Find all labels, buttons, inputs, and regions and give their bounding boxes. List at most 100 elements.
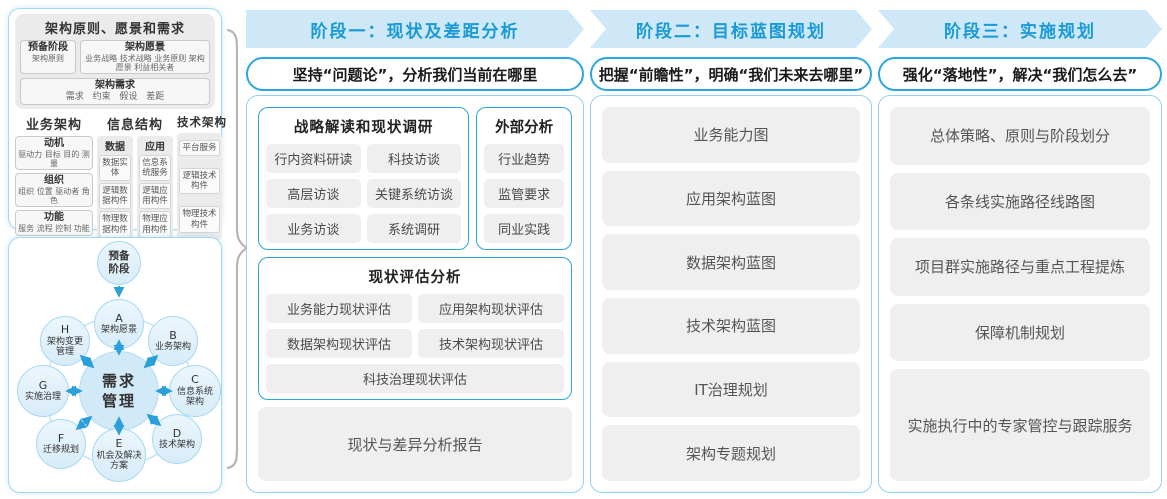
architecture-vision-box: 架构愿景 业务战略 技术战略 业务原则 架构愿景 利益相关者 bbox=[80, 40, 210, 75]
adm-node-prelim: 预备阶段 bbox=[97, 241, 141, 285]
external-item: 监管要求 bbox=[484, 179, 564, 208]
phase3-banner-label: 阶段三：实施规划 bbox=[944, 21, 1096, 42]
phase1-column: 阶段一：现状及差距分析 坚持“问题论”，分析我们当前在哪里 战略解读和现状调研 … bbox=[246, 10, 584, 493]
phase3-banner: 阶段三：实施规划 bbox=[878, 10, 1162, 48]
strategy-research-group: 战略解读和现状调研 行内资料研读 科技访谈 高层访谈 关键系统访谈 业务访谈 系… bbox=[258, 107, 470, 250]
phase1-banner: 阶段一：现状及差距分析 bbox=[246, 10, 584, 48]
adm-node-label: 迁移规划 bbox=[42, 445, 79, 456]
architecture-needs-title: 架构需求 bbox=[95, 80, 135, 92]
adm-node-a: A 架构愿景 bbox=[94, 299, 144, 349]
phase1-banner-label: 阶段一：现状及差距分析 bbox=[310, 21, 520, 42]
prelim-phase-title: 预备阶段 bbox=[28, 42, 68, 53]
logical-app-box: 逻辑应用构件 bbox=[139, 183, 171, 210]
assessment-item: 应用架构现状评估 bbox=[418, 294, 564, 323]
phase2-container: 业务能力图 应用架构蓝图 数据架构蓝图 技术架构蓝图 IT治理规划 架构专题规划 bbox=[590, 95, 872, 493]
adm-node-letter: H bbox=[60, 323, 70, 337]
adm-arrows bbox=[65, 286, 173, 436]
organization-sub: 组织 位置 驱动者 角色 bbox=[18, 187, 90, 206]
organization-box: 组织 组织 位置 驱动者 角色 bbox=[15, 173, 93, 208]
adm-node-label: 业务架构 bbox=[154, 342, 191, 353]
adm-cycle-panel: 预备阶段 A 架构愿景 H 架构变更管理 B 业务架构 G 实施治理 C 信息系… bbox=[8, 237, 222, 493]
data-subcolumn: 数据 数据实体 逻辑数据构件 物理数据构件 bbox=[97, 135, 133, 240]
strategy-item: 高层访谈 bbox=[266, 179, 361, 208]
prelim-phase-box: 预备阶段 架构原则 bbox=[20, 40, 76, 75]
requirements-section-title: 架构原则、愿景和需求 bbox=[44, 22, 185, 37]
logical-data-box: 逻辑数据构件 bbox=[99, 183, 131, 210]
adm-node-letter: C bbox=[191, 373, 199, 387]
phase3-column: 阶段三：实施规划 强化“落地性”，解决“我们怎么去” 总体策略、原则与阶段划分 … bbox=[878, 10, 1162, 493]
function-sub: 服务 流程 控制 功能 bbox=[18, 224, 90, 234]
architecture-needs-sub: 需求 约束 假设 差距 bbox=[65, 92, 165, 103]
business-architecture-column: 业务架构 动机 驱动力 目标 目的 测量 组织 组织 位置 驱动者 角色 功能 … bbox=[15, 114, 93, 240]
data-subcolumn-title: 数据 bbox=[105, 141, 125, 153]
phase2-item: 应用架构蓝图 bbox=[602, 170, 860, 227]
assessment-item: 数据架构现状评估 bbox=[266, 329, 412, 358]
adm-node-prelim-label: 预备阶段 bbox=[108, 250, 130, 275]
strategy-item: 系统调研 bbox=[366, 214, 462, 243]
adm-center-label: 需求管理 bbox=[102, 371, 137, 410]
adm-node-label: 信息系统架构 bbox=[176, 386, 213, 408]
technical-boxes: 平台服务 逻辑技术构件 物理技术构件 bbox=[177, 132, 222, 240]
requirements-section: 架构原则、愿景和需求 预备阶段 架构原则 架构愿景 业务战略 技术战略 业务原则… bbox=[15, 14, 215, 109]
phase2-column: 阶段二：目标蓝图规划 把握“前瞻性”，明确“我们未来去哪里” 业务能力图 应用架… bbox=[590, 10, 872, 493]
technical-architecture-title: 技术架构 bbox=[177, 114, 227, 129]
phase3-container: 总体策略、原则与阶段划分 各条线实施路径线路图 项目群实施路径与重点工程提炼 保… bbox=[878, 95, 1162, 493]
architecture-content-panel: 架构原则、愿景和需求 预备阶段 架构原则 架构愿景 业务战略 技术战略 业务原则… bbox=[8, 8, 226, 290]
physical-tech-box: 物理技术构件 bbox=[179, 206, 220, 233]
architecture-vision-sub: 业务战略 技术战略 业务原则 架构愿景 利益相关者 bbox=[85, 54, 205, 73]
adm-node-letter: B bbox=[169, 328, 177, 342]
assessment-title: 现状评估分析 bbox=[368, 270, 462, 286]
phase2-slogan: 把握“前瞻性”，明确“我们未来去哪里” bbox=[590, 57, 872, 91]
gap-analysis-report-box: 现状与差异分析报告 bbox=[258, 407, 572, 481]
assessment-item: 业务能力现状评估 bbox=[266, 294, 412, 323]
strategy-item: 关键系统访谈 bbox=[366, 179, 462, 208]
organization-title: 组织 bbox=[44, 175, 64, 187]
external-item: 同业实践 bbox=[484, 214, 564, 243]
phase2-banner: 阶段二：目标蓝图规划 bbox=[590, 10, 872, 48]
business-architecture-title: 业务架构 bbox=[25, 117, 82, 133]
phase3-slogan: 强化“落地性”，解决“我们怎么去” bbox=[878, 57, 1162, 91]
external-item: 行业趋势 bbox=[484, 144, 564, 173]
phase2-item: 数据架构蓝图 bbox=[602, 234, 860, 291]
phase2-item: IT治理规划 bbox=[602, 361, 860, 418]
application-subcolumn-title: 应用 bbox=[145, 141, 165, 153]
architecture-vision-title: 架构愿景 bbox=[125, 42, 165, 53]
architecture-columns: 业务架构 动机 驱动力 目标 目的 测量 组织 组织 位置 驱动者 角色 功能 … bbox=[15, 114, 226, 240]
strategy-item: 业务访谈 bbox=[266, 214, 361, 243]
data-entity-box: 数据实体 bbox=[99, 154, 131, 182]
adm-node-label: 技术架构 bbox=[158, 440, 195, 451]
info-system-service-box: 信息系统服务 bbox=[139, 154, 171, 182]
external-analysis-title: 外部分析 bbox=[495, 120, 554, 136]
adm-node-label: 架构愿景 bbox=[100, 325, 137, 336]
motivation-sub: 驱动力 目标 目的 测量 bbox=[18, 149, 90, 168]
adm-node-label: 实施治理 bbox=[24, 392, 61, 403]
function-box: 功能 服务 流程 控制 功能 bbox=[15, 210, 93, 236]
physical-app-box: 物理应用构件 bbox=[139, 211, 171, 238]
strategy-research-title: 战略解读和现状调研 bbox=[293, 120, 434, 136]
assessment-group: 现状评估分析 业务能力现状评估 应用架构现状评估 数据架构现状评估 技术架构现状… bbox=[258, 257, 572, 400]
physical-data-box: 物理数据构件 bbox=[99, 211, 131, 238]
motivation-box: 动机 驱动力 目标 目的 测量 bbox=[15, 135, 93, 171]
phase3-item: 保障机制规划 bbox=[890, 303, 1150, 362]
phase2-item: 架构专题规划 bbox=[602, 425, 860, 482]
phase3-item: 项目群实施路径与重点工程提炼 bbox=[890, 238, 1150, 296]
strategy-item: 科技访谈 bbox=[366, 144, 462, 173]
phase2-item: 技术架构蓝图 bbox=[602, 298, 860, 354]
motivation-title: 动机 bbox=[44, 137, 64, 149]
assessment-item: 技术架构现状评估 bbox=[418, 329, 564, 358]
technical-architecture-column: 技术架构 平台服务 逻辑技术构件 物理技术构件 bbox=[177, 114, 227, 240]
phase2-banner-label: 阶段二：目标蓝图规划 bbox=[636, 21, 826, 42]
function-title: 功能 bbox=[44, 212, 64, 224]
assessment-item: 科技治理现状评估 bbox=[266, 364, 564, 393]
logical-tech-box: 逻辑技术构件 bbox=[179, 168, 220, 195]
platform-service-box: 平台服务 bbox=[179, 139, 220, 156]
adm-node-label: 架构变更管理 bbox=[46, 336, 83, 358]
phase3-item: 实施执行中的专家管控与跟踪服务 bbox=[890, 369, 1150, 482]
information-structure-column: 信息结构 数据 数据实体 逻辑数据构件 物理数据构件 应用 信息系统服务 逻辑应… bbox=[97, 114, 173, 240]
adm-node-letter: F bbox=[57, 431, 65, 445]
adm-node-letter: G bbox=[38, 378, 48, 392]
phase1-container: 战略解读和现状调研 行内资料研读 科技访谈 高层访谈 关键系统访谈 业务访谈 系… bbox=[246, 95, 584, 493]
phase3-item: 各条线实施路径线路图 bbox=[890, 172, 1150, 231]
information-structure-title: 信息结构 bbox=[106, 117, 163, 133]
